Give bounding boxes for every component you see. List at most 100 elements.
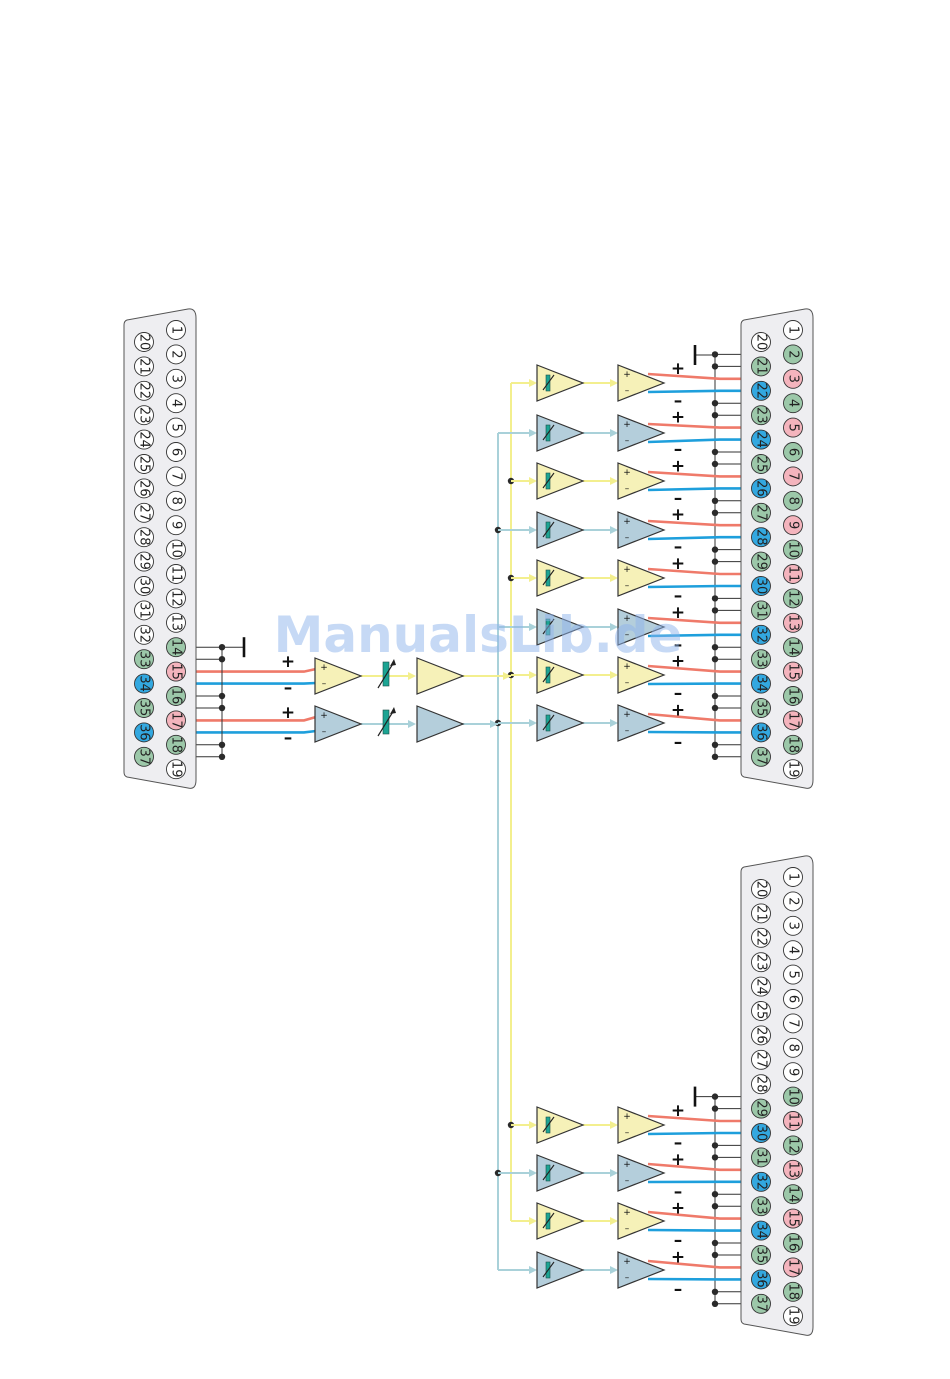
ground-node (711, 1154, 719, 1161)
pin-label-8: 8 (169, 497, 184, 505)
output-plus-sign: + (671, 554, 685, 574)
output-minus-sign: – (674, 732, 683, 752)
pin-label-29: 29 (754, 553, 769, 570)
amp-plus-sign: + (320, 663, 328, 673)
output-minus-sign: – (674, 488, 683, 508)
pin-37 (751, 1293, 771, 1314)
diff-amp-triangle (617, 656, 666, 694)
pin-36 (751, 1269, 771, 1290)
pin-label-36: 36 (754, 1271, 769, 1288)
level-stage-o1-8 (536, 704, 585, 742)
diff-stage-o1-2: +– (617, 414, 666, 452)
input-b-positive-wire (186, 715, 317, 722)
amp-plus-sign: + (623, 1257, 631, 1267)
diff-stage-o2-4: +– (617, 1251, 666, 1289)
pin-3 (783, 915, 803, 936)
pin-21 (134, 356, 154, 377)
pin-30 (134, 576, 154, 596)
pin-label-25: 25 (754, 456, 769, 473)
pin-label-31: 31 (754, 602, 769, 619)
pin-11 (783, 1111, 803, 1131)
pin-3 (783, 368, 803, 389)
amp-plus-sign: + (623, 468, 631, 478)
pin-14 (783, 637, 803, 658)
output-plus-sign: + (671, 1199, 685, 1219)
pin-19 (166, 759, 186, 780)
pin-label-19: 19 (169, 761, 184, 778)
level-triangle (536, 1202, 585, 1240)
amp-minus-sign: – (625, 630, 630, 640)
pin-35 (751, 1245, 771, 1265)
amp-minus-sign: – (625, 533, 630, 543)
pin-label-2: 2 (786, 350, 801, 358)
pin-label-16: 16 (786, 688, 801, 705)
level-stage-o2-4 (536, 1251, 585, 1289)
amp-plus-sign: + (623, 1208, 631, 1218)
input-a-minus-sign: – (284, 678, 293, 698)
pin-label-15: 15 (786, 663, 801, 680)
level-stage-o2-1 (536, 1106, 585, 1144)
level-triangle (536, 559, 585, 597)
pin-31 (751, 600, 771, 621)
pin-20 (751, 332, 771, 352)
pin-18 (783, 734, 803, 755)
pin-1 (783, 320, 803, 340)
pin-22 (134, 380, 154, 401)
diff-amp-triangle (617, 414, 666, 452)
output-plus-sign: + (671, 700, 685, 720)
stage-link-arrow (610, 1169, 618, 1177)
diff-amp-triangle (314, 657, 363, 695)
trim-slash (542, 618, 555, 635)
pin-33 (134, 649, 154, 670)
pin-26 (751, 478, 771, 499)
input-connector: 1234567891011121314151617181920212223242… (123, 308, 197, 789)
bus-feed-arrow (529, 1217, 537, 1225)
ground-node (711, 558, 719, 565)
pin-12 (783, 1135, 803, 1156)
level-triangle (536, 462, 585, 500)
level-stage-o1-5 (536, 559, 585, 597)
pin-30 (751, 576, 771, 596)
pin-label-4: 4 (169, 399, 184, 407)
pin-label-22: 22 (754, 383, 769, 400)
output-plus-sign: + (671, 603, 685, 623)
pin-label-6: 6 (786, 448, 801, 456)
bus-feed-arrow (529, 719, 537, 727)
pin-label-34: 34 (754, 1222, 769, 1239)
pin-10 (783, 539, 803, 560)
level-stage-o2-3 (536, 1202, 585, 1240)
pin-label-17: 17 (786, 1259, 801, 1276)
input-b-negative-wire (154, 729, 317, 734)
stage-link-arrow (610, 429, 618, 437)
ground-node (711, 656, 719, 663)
ground-node (711, 1203, 719, 1210)
output-connector-1: 1234567891011121314151617181920212223242… (740, 308, 814, 789)
pin-28 (134, 527, 154, 548)
pin-15 (166, 661, 186, 682)
pin-2 (783, 891, 803, 912)
trim-slash (542, 1164, 555, 1181)
output2-ground-node-37 (711, 1300, 719, 1308)
buffer-triangle (416, 657, 465, 695)
pin-label-26: 26 (754, 1027, 769, 1044)
pin-label-20: 20 (137, 334, 152, 351)
pin-36 (751, 722, 771, 743)
output2-ground-node-16 (711, 1239, 719, 1247)
amp-plus-sign: + (623, 1160, 631, 1170)
input-buffer-b (416, 705, 465, 743)
pin-label-10: 10 (786, 541, 801, 558)
pin-26 (134, 478, 154, 499)
pin-13 (166, 612, 186, 633)
diff-stage-o2-3: +– (617, 1202, 666, 1240)
pin-label-3: 3 (786, 375, 801, 383)
output-minus-sign: – (674, 1231, 683, 1251)
pin-label-32: 32 (754, 627, 769, 644)
pin-label-5: 5 (786, 423, 801, 431)
amp-minus-sign: – (625, 1224, 630, 1234)
level-triangle (536, 364, 585, 402)
pin-33 (751, 649, 771, 670)
pin-label-17: 17 (169, 712, 184, 729)
output-plus-sign: + (671, 652, 685, 672)
pin-31 (751, 1147, 771, 1168)
pin-label-10: 10 (169, 541, 184, 558)
